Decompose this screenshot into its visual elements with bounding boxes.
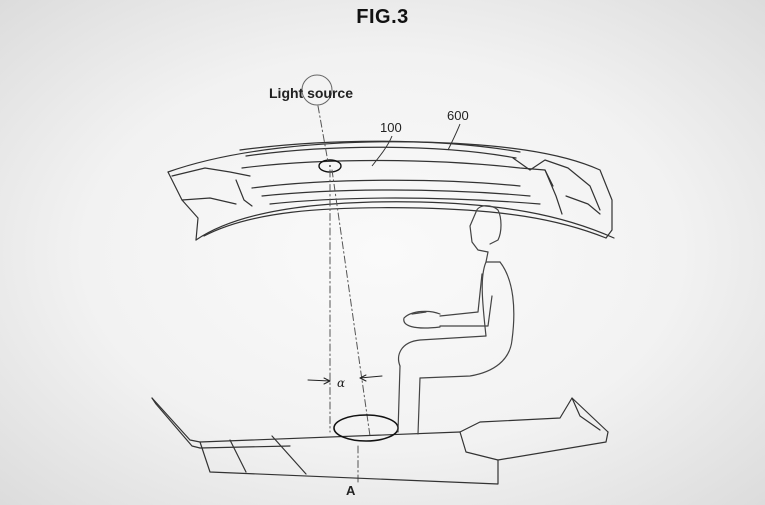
leader-600 <box>447 123 461 151</box>
point-a-label: A <box>346 483 356 498</box>
angle-indicator <box>307 374 383 385</box>
figure-title: FIG.3 <box>356 6 409 28</box>
reference-label-600: 600 <box>447 108 469 123</box>
leader-100 <box>371 135 393 167</box>
roof-panel <box>167 140 615 241</box>
reference-label-100: 100 <box>380 120 402 135</box>
floor-panel <box>151 397 609 485</box>
light-beam <box>317 105 371 485</box>
occupant-figure <box>397 205 515 435</box>
light-source-label: Light source <box>269 85 354 101</box>
angle-alpha-label: α <box>337 376 346 390</box>
